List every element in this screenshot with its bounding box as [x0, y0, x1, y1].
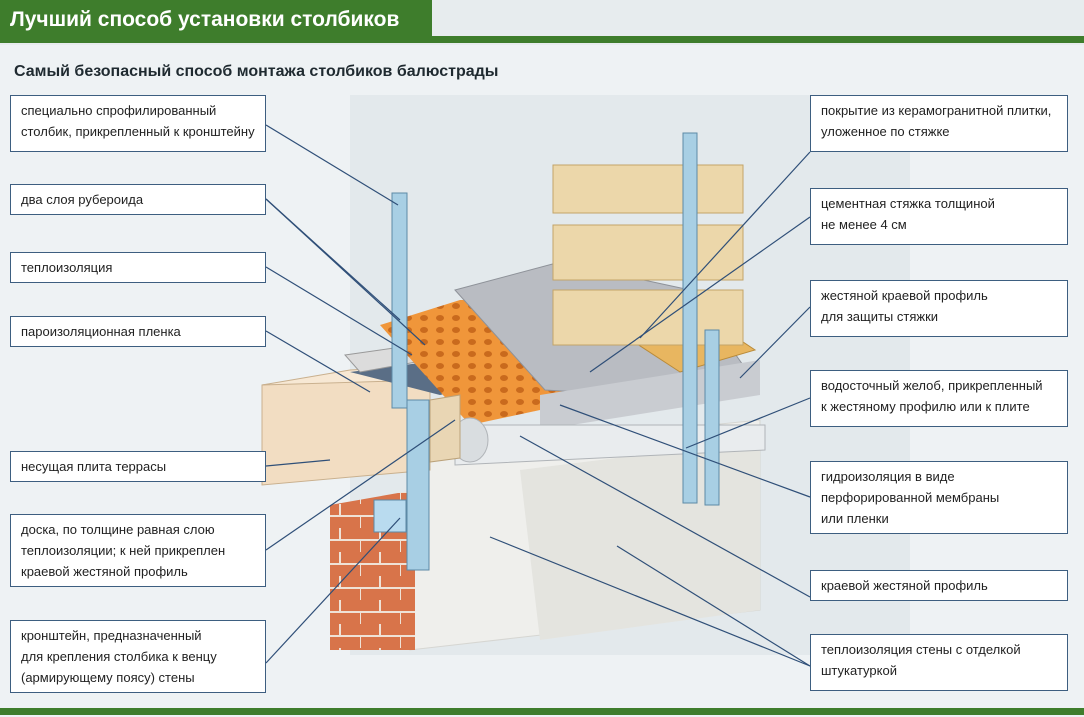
label-post: специально спрофилированный столбик, при…: [10, 95, 266, 152]
label-waterproofing-text: гидроизоляция в виде перфорированной мем…: [821, 469, 1000, 526]
label-tin-edge-profile-text: жестяной краевой профиль для защиты стяж…: [821, 288, 988, 324]
right-post: [682, 132, 698, 504]
leader-wall-insulation-b: [616, 545, 811, 667]
right-post-bracket: [704, 329, 720, 506]
label-roofing-felt-text: два слоя рубероида: [21, 192, 144, 207]
leader-slab: [265, 459, 331, 467]
label-gutter: водосточный желоб, прикрепленный к жестя…: [810, 370, 1068, 427]
leader-felt-b: [265, 198, 426, 346]
label-tile-cover: покрытие из керамогранитной плитки, улож…: [810, 95, 1068, 152]
label-screed: цементная стяжка толщиной не менее 4 см: [810, 188, 1068, 245]
label-edge-profile-text: краевой жестяной профиль: [821, 578, 988, 593]
left-post: [391, 192, 408, 409]
label-gutter-text: водосточный желоб, прикрепленный к жестя…: [821, 378, 1043, 414]
leader-post: [265, 124, 399, 206]
footer-rule: [0, 708, 1084, 715]
diagram-subtitle: Самый безопасный способ монтажа столбико…: [14, 63, 499, 80]
left-post-lower: [406, 399, 430, 571]
mounting-bracket: [373, 499, 407, 533]
label-post-text: специально спрофилированный столбик, при…: [21, 103, 255, 139]
label-roofing-felt: два слоя рубероида: [10, 184, 266, 215]
leader-tile: [639, 151, 811, 339]
leader-wall-insulation-a: [489, 536, 811, 667]
leader-lines: [265, 124, 811, 667]
leader-vapor: [265, 330, 371, 393]
header-rule: [0, 36, 1084, 43]
leader-waterproofing: [559, 404, 811, 498]
label-waterproofing: гидроизоляция в виде перфорированной мем…: [810, 461, 1068, 534]
label-tin-edge-profile: жестяной краевой профиль для защиты стяж…: [810, 280, 1068, 337]
label-thermal-insulation-text: теплоизоляция: [21, 260, 113, 275]
label-slab-text: несущая плита террасы: [21, 459, 167, 474]
title-banner: Лучший способ установки столбиков: [0, 0, 432, 43]
label-board-text: доска, по толщине равная слою теплоизоля…: [21, 522, 226, 579]
label-edge-profile: краевой жестяной профиль: [810, 570, 1068, 601]
label-wall-insulation: теплоизоляция стены с отделкой штукатурк…: [810, 634, 1068, 691]
leader-board: [265, 419, 456, 551]
label-tile-cover-text: покрытие из керамогранитной плитки, улож…: [821, 103, 1052, 139]
leader-insulation: [265, 266, 413, 356]
label-bracket-text: кронштейн, предназначенный для крепления…: [21, 628, 217, 685]
label-board: доска, по толщине равная слою теплоизоля…: [10, 514, 266, 587]
page-title: Лучший способ установки столбиков: [10, 8, 400, 31]
leader-edge-profile: [519, 435, 811, 598]
label-bracket: кронштейн, предназначенный для крепления…: [10, 620, 266, 693]
label-vapor-barrier-text: пароизоляционная пленка: [21, 324, 181, 339]
leader-bracket: [265, 517, 401, 664]
railing-plank-1: [552, 164, 744, 214]
board: [429, 394, 461, 463]
leader-screed: [589, 216, 811, 373]
label-vapor-barrier: пароизоляционная пленка: [10, 316, 266, 347]
wall-insulation-shade: [520, 440, 760, 640]
label-thermal-insulation: теплоизоляция: [10, 252, 266, 283]
leader-tin-profile: [739, 306, 811, 379]
railing-plank-2: [552, 224, 744, 281]
label-wall-insulation-text: теплоизоляция стены с отделкой штукатурк…: [821, 642, 1021, 678]
label-slab: несущая плита террасы: [10, 451, 266, 482]
label-screed-text: цементная стяжка толщиной не менее 4 см: [821, 196, 995, 232]
leader-gutter: [685, 397, 811, 449]
